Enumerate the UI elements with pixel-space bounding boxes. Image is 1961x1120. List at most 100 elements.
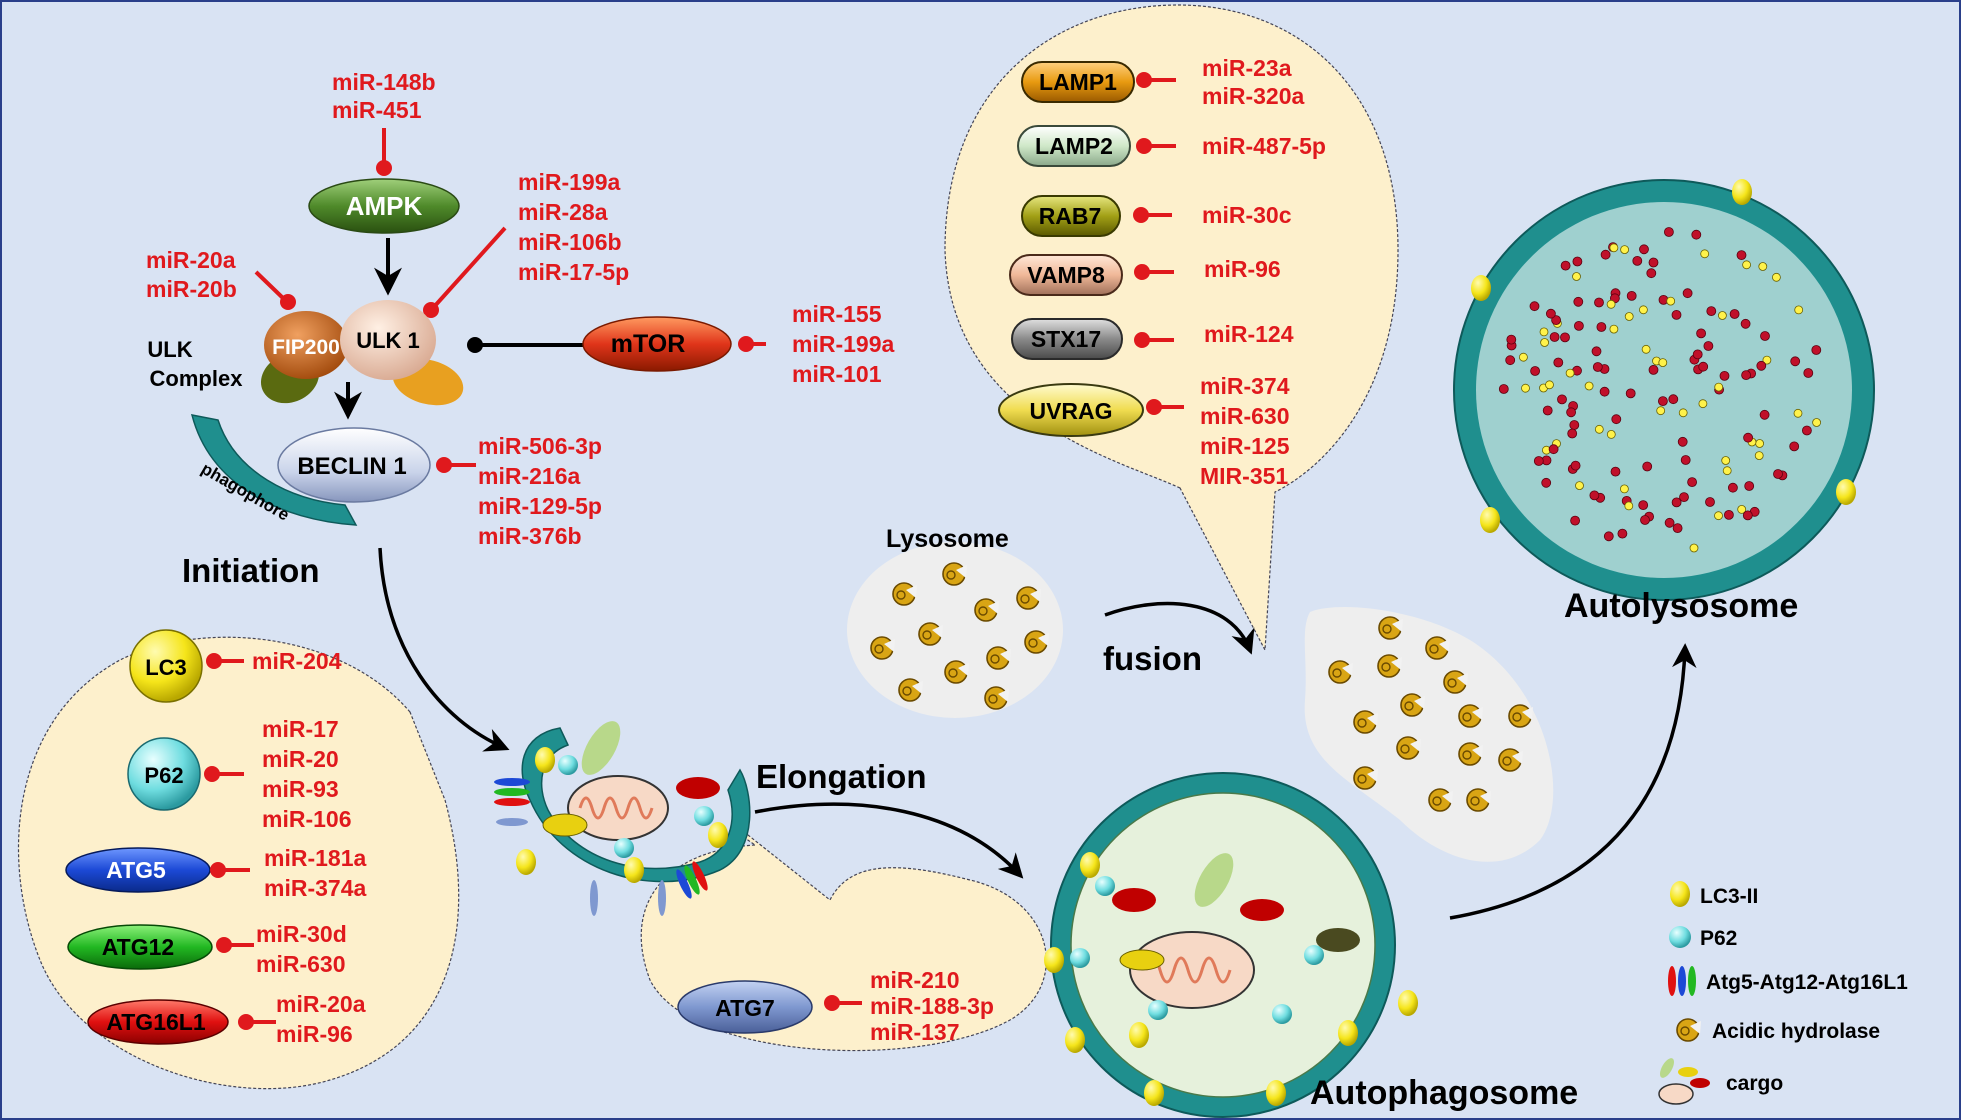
degraded-fragment (1572, 272, 1581, 281)
lc3-particle (1836, 479, 1856, 505)
phagophore-shape (190, 414, 358, 526)
beclin1-label: BECLIN 1 (297, 453, 406, 480)
degraded-fragment (1772, 272, 1781, 282)
lc3-particle (708, 822, 728, 848)
mir-label: miR-101 (792, 361, 882, 387)
degraded-cargo (1505, 355, 1516, 366)
degraded-fragment (1793, 408, 1803, 418)
lamp2-node (1017, 125, 1131, 167)
autolysosome (1453, 179, 1875, 601)
mir-label: miR-106 (262, 806, 351, 832)
degraded-fragment (1718, 311, 1727, 320)
atg-complex-marker (692, 861, 708, 891)
degraded-cargo (1573, 296, 1584, 307)
degraded-cargo (1569, 420, 1580, 430)
degraded-cargo (1638, 500, 1649, 511)
mir-label: miR-374 (1200, 373, 1290, 399)
degraded-cargo (1742, 510, 1753, 521)
degraded-cargo (1640, 515, 1650, 525)
degraded-cargo (1759, 409, 1770, 420)
p62-label: P62 (144, 763, 183, 788)
mitochondrion (1129, 931, 1255, 1009)
p62-node (127, 737, 201, 811)
cargo-shape (1240, 899, 1284, 921)
degraded-fragment (1624, 501, 1634, 511)
atg-complex-marker (494, 778, 530, 786)
degraded-fragment (1737, 504, 1747, 514)
mir-label: miR-93 (262, 776, 339, 802)
degraded-cargo (1632, 255, 1643, 266)
stx17-node (1011, 318, 1123, 360)
cargo-shape (1194, 853, 1234, 907)
degraded-cargo (1789, 441, 1800, 452)
degraded-cargo (1533, 456, 1544, 466)
uvrag-label: UVRAG (1029, 398, 1112, 424)
degraded-cargo (1705, 497, 1715, 507)
mir-label: miR-124 (1204, 321, 1294, 347)
degraded-cargo (1572, 256, 1583, 267)
lc3-node (129, 629, 203, 703)
degraded-fragment (1606, 299, 1616, 309)
degraded-cargo (1594, 297, 1604, 308)
atg7-label: ATG7 (715, 995, 775, 1021)
degraded-cargo (1529, 301, 1540, 312)
lc3-particle (1129, 1022, 1149, 1048)
degraded-cargo (1570, 515, 1580, 526)
fused-lysosome (1304, 607, 1554, 862)
p62-particle (1304, 945, 1324, 965)
degraded-fragment (1656, 406, 1666, 416)
fusion-arrow (1104, 601, 1255, 655)
lc3-particle (1398, 990, 1418, 1016)
vamp8-node (1009, 254, 1123, 296)
ampk-inhibitors: miR-148b miR-451 (332, 69, 436, 123)
degraded-fragment (1762, 355, 1772, 365)
lysosome-label: Lysosome (886, 525, 1009, 553)
initiation-label: Initiation (182, 552, 319, 589)
degraded-cargo (1610, 466, 1621, 477)
atg7-node (677, 980, 813, 1034)
mir-label: miR-20b (146, 276, 237, 302)
degraded-cargo (1549, 332, 1560, 342)
lc3-particle (624, 857, 644, 883)
degraded-fragment (1624, 312, 1634, 321)
vamp8-label: VAMP8 (1027, 262, 1105, 288)
fusion-label: fusion (1103, 640, 1202, 677)
mir-label: miR-487-5p (1202, 133, 1326, 159)
degraded-cargo (1680, 455, 1691, 465)
degraded-fragment (1609, 324, 1619, 334)
ulk-complex-label: Complex (150, 366, 244, 391)
degraded-fragment (1755, 439, 1764, 448)
beclin1-inhibitors: miR-506-3p miR-216a miR-129-5p miR-376b (478, 433, 602, 549)
degraded-fragment (1606, 429, 1616, 439)
degraded-fragment (1698, 399, 1708, 409)
lc3-particle (1044, 947, 1064, 973)
legend-label: LC3-II (1700, 885, 1758, 908)
cargo-shape (1316, 928, 1360, 952)
degraded-cargo (1691, 229, 1702, 240)
degraded-cargo (1696, 328, 1706, 339)
mir-label: miR-376b (478, 523, 582, 549)
degraded-fragment (1700, 249, 1710, 259)
autophagosome-label: Autophagosome (1310, 1074, 1578, 1112)
atg-complex-marker (590, 880, 598, 916)
mir-label: miR-129-5p (478, 493, 602, 519)
degraded-cargo (1692, 349, 1703, 360)
mtor-mir-dot (738, 336, 754, 352)
lc3-particle (1065, 1027, 1085, 1053)
degraded-cargo (1639, 244, 1649, 255)
degraded-cargo (1646, 268, 1657, 279)
mitochondrion-cristae (578, 796, 654, 820)
degraded-fragment (1742, 260, 1751, 270)
degraded-cargo (1546, 308, 1556, 319)
mir-label: miR-216a (478, 463, 580, 489)
mir-label: miR-320a (1202, 83, 1304, 109)
to-autolysosome-arrow (1449, 643, 1697, 920)
ulk-complex-label: ULK (147, 337, 192, 362)
lc3-particle (1480, 507, 1500, 533)
ampk-node (308, 178, 460, 234)
ampk-label: AMPK (346, 191, 423, 221)
degraded-cargo (1729, 309, 1740, 319)
degraded-cargo (1557, 394, 1567, 405)
mtor-inhibitors: miR-155 miR-199a miR-101 (792, 301, 894, 387)
